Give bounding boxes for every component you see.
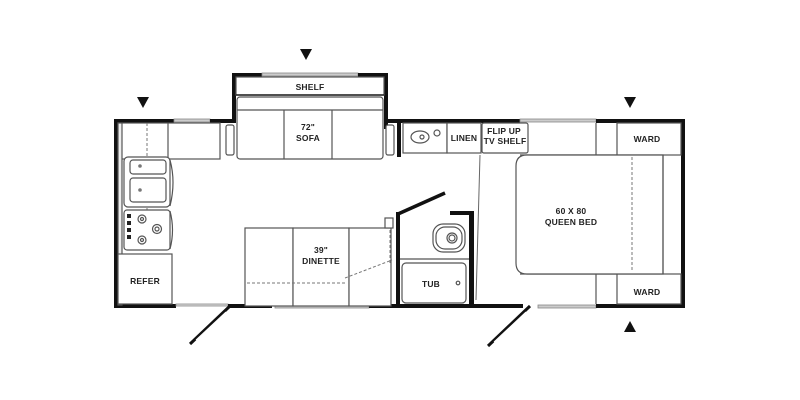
linen-label: LINEN [451, 133, 478, 143]
kitchen-slide-marker-icon [137, 97, 149, 108]
refrigerator: REFER [117, 253, 173, 305]
sofa-slide: SHELF 72" SOFA [225, 76, 395, 160]
toilet-icon [432, 223, 466, 253]
bed-size-label: 60 X 80 [556, 206, 587, 216]
window-kitchen-bottom [175, 303, 229, 307]
tub-label: TUB [422, 279, 440, 289]
kitchen-counter-top [117, 122, 221, 160]
queen-bed: 60 X 80 QUEEN BED [515, 154, 664, 275]
wardrobe-bottom-label: WARD [634, 287, 661, 297]
bedroom-bottom-marker-icon [624, 321, 636, 332]
bathroom: LINEN FLIP UP TV SHELF TUB [396, 122, 529, 306]
bed-label: QUEEN BED [545, 217, 597, 227]
sofa [236, 96, 384, 160]
stove-icon [123, 209, 174, 251]
tv-shelf [481, 122, 529, 154]
wardrobe-top-label: WARD [634, 134, 661, 144]
entry-door-rear[interactable] [486, 304, 532, 348]
tub: TUB [401, 262, 467, 304]
lavatory-sink-icon [410, 129, 441, 144]
flip-up-label: FLIP UP [487, 126, 521, 136]
bedroom-top-marker-icon [624, 97, 636, 108]
window-sofa [261, 72, 359, 77]
kitchen: REFER [117, 122, 221, 306]
sofa-label: SOFA [296, 133, 320, 143]
dinette-label: DINETTE [302, 256, 340, 266]
wardrobe-top [616, 122, 682, 156]
sofa-slide-marker-icon [300, 49, 312, 60]
sofa-size-label: 72" [301, 122, 315, 132]
bedroom: WARD WARD 60 X 80 QUEEN BED [515, 122, 682, 305]
shelf-label: SHELF [296, 82, 325, 92]
sink-icon [123, 156, 174, 208]
window-bedroom-bottom [537, 304, 597, 309]
lavatory [402, 122, 448, 154]
dinette-size-label: 39" [314, 245, 328, 255]
window-kitchen [173, 118, 211, 123]
window-bedroom-top [519, 118, 597, 123]
dinette: 39" DINETTE [244, 217, 394, 307]
entry-door-front[interactable] [188, 304, 232, 346]
wardrobe-bottom [616, 273, 682, 305]
tv-shelf-label: TV SHELF [484, 136, 527, 146]
linen-closet [446, 122, 482, 154]
refer-label: REFER [130, 276, 160, 286]
